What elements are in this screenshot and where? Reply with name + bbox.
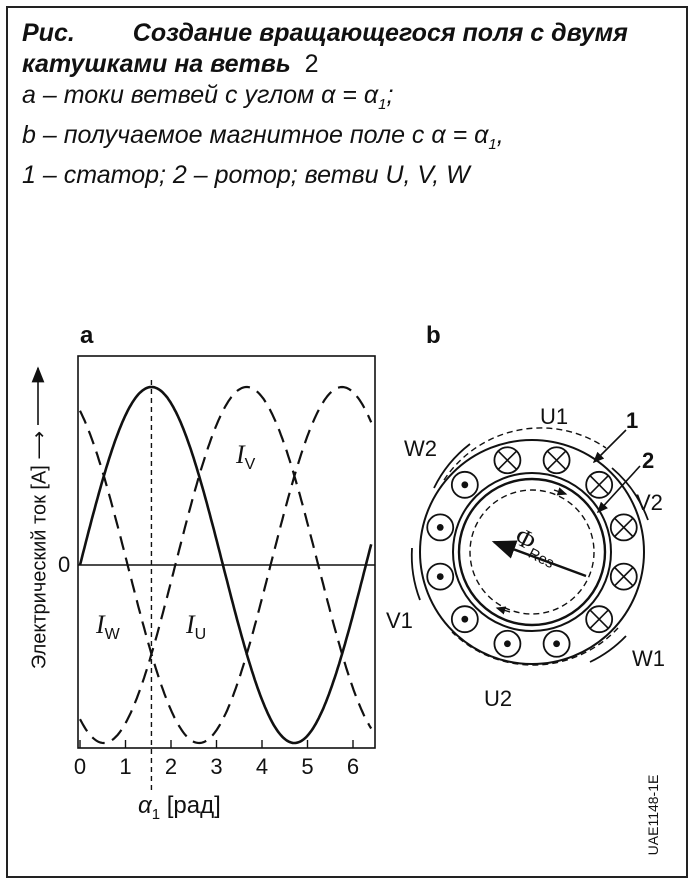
caption-title-line2: катушками на ветвь 2: [22, 49, 682, 80]
x-tick-label: 6: [346, 754, 360, 779]
curve-iw: [79, 385, 373, 745]
conductor-cross: [585, 605, 614, 634]
conductor-cross: [542, 446, 571, 475]
panel-b-label: b: [426, 322, 441, 349]
bracket-v1: [410, 547, 421, 601]
panel-a-label: a: [80, 322, 94, 349]
stator-inner: [452, 472, 612, 632]
rotor-outer: [457, 477, 607, 627]
conductor-cross: [609, 562, 638, 591]
conductor-cross: [609, 513, 638, 542]
title-line2-num: 2: [304, 50, 319, 78]
flux-arrow: [491, 540, 587, 578]
caption-line-b: b – получаемое магнитное поле с α = α1,: [22, 121, 504, 153]
caption-line-c: 1 – статор; 2 – ротор; ветви U, V, W: [22, 161, 470, 189]
coil-label-w1: W1: [632, 646, 665, 671]
x-tick-label: 4: [255, 754, 269, 779]
stator-outer: [419, 439, 645, 665]
x-tick-label: 0: [73, 754, 87, 779]
x-axis-label: α1 [рад]: [138, 792, 221, 823]
coil-label-v2: V2: [636, 490, 663, 515]
bracket-w1: [589, 635, 627, 663]
bracket-v2: [611, 467, 649, 521]
conductor-dot: [426, 562, 455, 591]
curve-iu: [78, 385, 373, 745]
zero-label: 0: [58, 552, 71, 577]
x-tick-label: 5: [301, 754, 314, 779]
leader-rotor: [596, 465, 641, 514]
label-iv: IV: [236, 440, 256, 474]
caption-title-line1: Рис. Создание вращающегося поля с двумя: [22, 18, 682, 49]
figure-caption: Рис. Создание вращающегося поля с двумя к…: [22, 18, 682, 191]
coil-label-v1: V1: [386, 608, 413, 633]
label-stator-number: 1: [626, 408, 639, 433]
curve-iv: [79, 385, 373, 745]
conductor-dot: [493, 629, 522, 658]
label-iu: IU: [186, 610, 207, 644]
flux-dir-arrow-top: [553, 487, 568, 496]
coil-label-w2: W2: [404, 436, 437, 461]
machine-drawing: [410, 427, 649, 666]
coil-label-u2: U2: [484, 686, 513, 711]
flux-path-outer-top: [443, 427, 607, 481]
plot-box: [77, 355, 376, 749]
conductor-cross: [585, 470, 614, 499]
title-line2: катушками на ветвь: [22, 50, 291, 78]
leader-stator: [592, 429, 627, 464]
fig-label: Рис.: [22, 19, 75, 47]
label-rotor-number: 2: [642, 448, 655, 473]
flux-path-outer-bottom: [451, 627, 619, 666]
flux-path-inner: [469, 489, 595, 615]
x-tick-label: 2: [164, 754, 178, 779]
conductor-dot: [426, 513, 455, 542]
flux-dir-arrow-bottom: [495, 606, 511, 615]
figure-frame: [6, 6, 688, 878]
conductor-dot: [542, 629, 571, 658]
figure-code: UAE1148-1E: [645, 774, 661, 856]
conductor-dot: [450, 470, 479, 499]
coil-label-u1: U1: [540, 404, 569, 429]
x-tick-label: 1: [119, 754, 132, 779]
conductor-cross: [493, 446, 522, 475]
caption-line-a: a – токи ветвей с углом α = α1;: [22, 81, 394, 113]
title-line1: Создание вращающегося поля с двумя: [132, 19, 628, 47]
label-iw: IW: [96, 610, 120, 644]
conductor-dot: [450, 605, 479, 634]
bracket-w2: [433, 443, 471, 489]
x-tick-label: 3: [210, 754, 223, 779]
